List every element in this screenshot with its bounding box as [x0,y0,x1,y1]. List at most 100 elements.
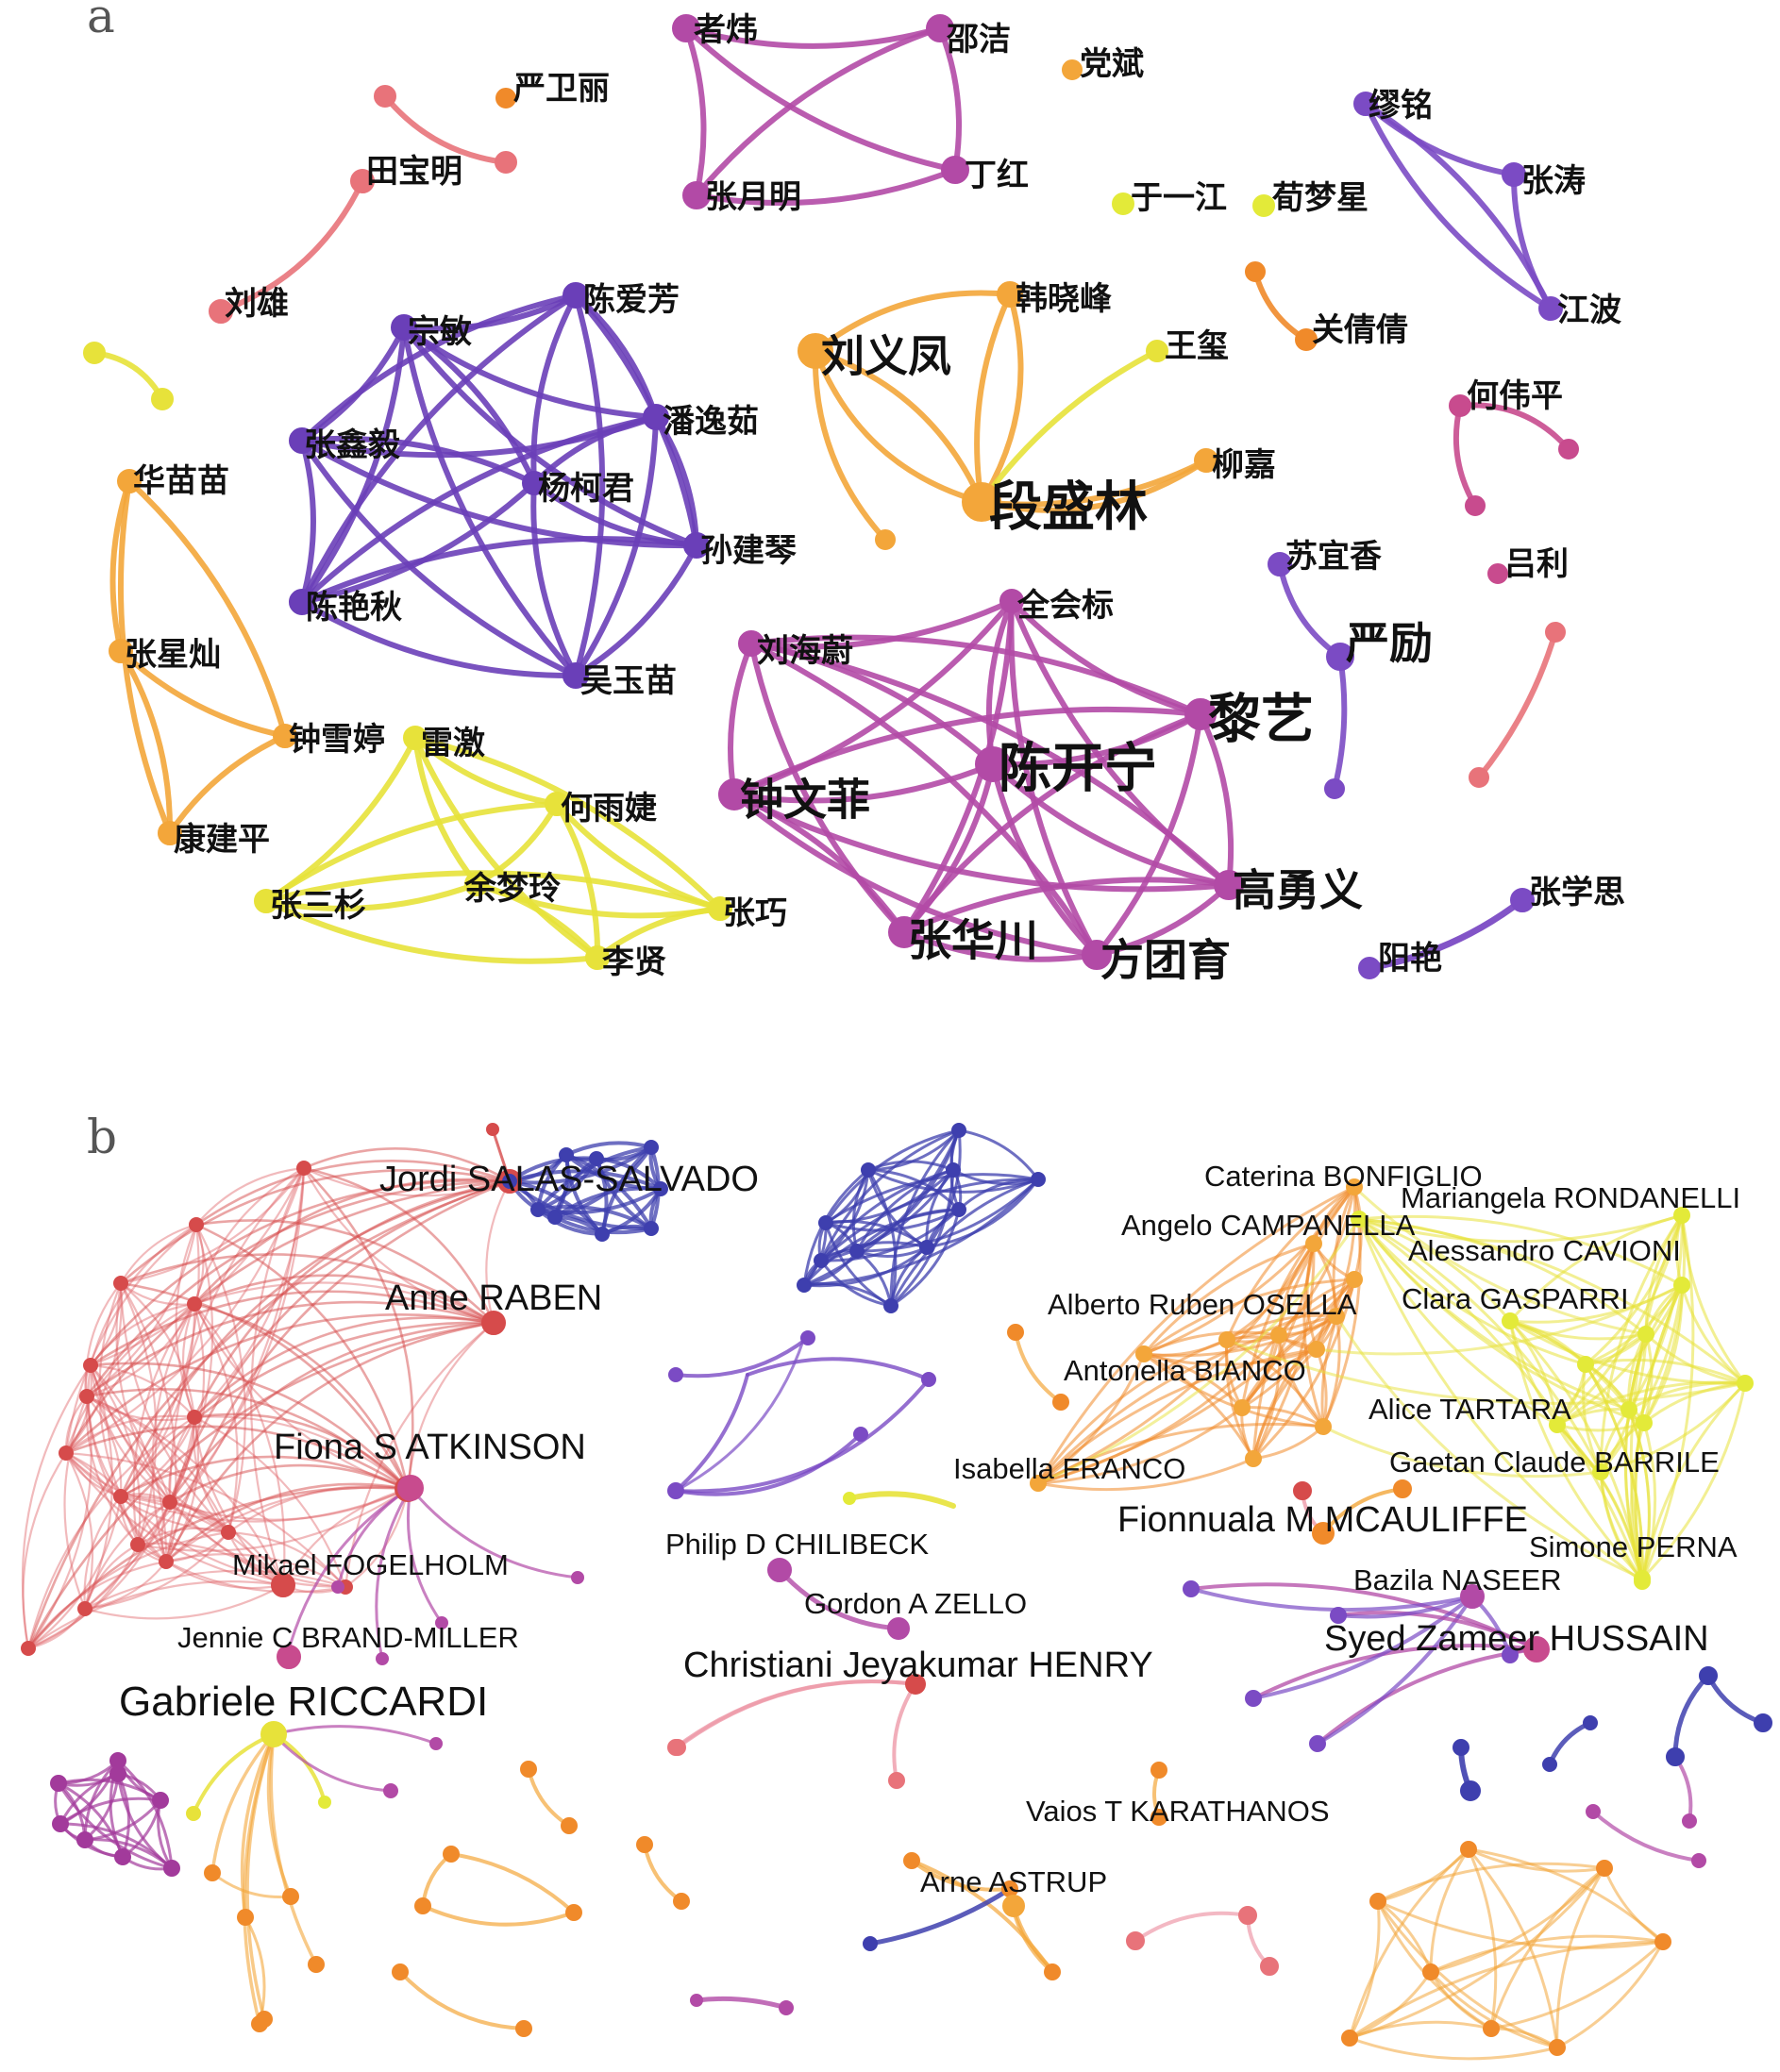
edge [26,1500,172,1650]
node [1260,1957,1279,1976]
author-node [130,1537,145,1552]
edge [299,292,579,605]
edge [1142,1352,1255,1461]
author-node [683,532,710,559]
edge [449,1852,576,1914]
edge [421,1852,453,1908]
edge [299,292,579,443]
edge [1640,1213,1695,1583]
author-label: Gaetan Claude BARRILE [1389,1445,1720,1479]
edge [979,348,1160,505]
author-node [189,1217,204,1232]
node [669,1739,686,1756]
author-label: 吴玉苗 [580,662,677,700]
edge [1555,1940,1665,2049]
node [1150,1809,1167,1826]
node [1234,1399,1251,1416]
edge [119,1281,410,1491]
edge [1357,1217,1559,1427]
author-label: 雷激 [421,725,485,762]
author-label: Bazila NASEER [1353,1563,1562,1596]
author-node [1194,448,1218,473]
edge [674,1373,749,1493]
author-label: 高勇义 [1233,864,1363,915]
author-label: Antonella BIANCO [1064,1354,1306,1387]
node [1636,1414,1653,1431]
node [875,529,896,550]
edge [85,1395,285,1587]
edge [530,480,579,678]
edge [21,1363,92,1650]
edge [573,414,659,678]
edge [1348,2020,1493,2040]
author-label: 潘逸茹 [663,403,759,441]
node [151,388,174,410]
edge [119,1281,196,1306]
node [1465,495,1486,516]
node [919,1240,934,1255]
node [260,1721,287,1747]
edge [979,458,1209,513]
edge [64,1451,140,1546]
edge [1376,1899,1433,1974]
edge [1142,1352,1244,1410]
edge [85,1395,230,1534]
edge [92,350,165,402]
edge [263,881,479,911]
node [1586,1804,1601,1819]
edge [398,1970,526,2030]
author-label: Christiani Jeyakumar HENRY [683,1646,1153,1685]
node [903,1852,920,1869]
node [1305,1235,1322,1252]
author-node [209,299,233,324]
node [644,1221,659,1236]
node [589,1151,604,1166]
node [109,1765,126,1782]
edge [746,1357,931,1381]
author-node [113,1276,128,1291]
edge [119,1281,196,1419]
edge [299,414,659,605]
edge [64,1451,285,1587]
node [1346,1271,1363,1288]
node [1549,2039,1566,2056]
node [530,1202,546,1217]
edge [573,543,699,678]
node [814,1253,829,1268]
node [50,1775,67,1792]
node [921,1372,936,1387]
edge [1508,1319,1644,1583]
author-label: 张学思 [1529,874,1625,911]
node [1754,1713,1772,1732]
author-label: 张星灿 [125,636,221,674]
edge [485,1179,512,1325]
edge [474,801,560,887]
edge [889,1128,961,1308]
edge [263,898,600,964]
edge [1336,1611,1538,1651]
node [571,1571,584,1584]
edge [89,1363,196,1419]
edge [1429,1866,1606,1974]
edge [119,1495,230,1534]
author-node [1268,552,1292,576]
edge [412,735,723,911]
edge [1640,1381,1747,1580]
node [690,1994,703,2007]
edge [530,292,579,486]
edge [474,881,600,961]
edge [281,1487,410,1587]
edge [1357,1213,1684,1244]
node [1637,1326,1654,1343]
author-label: 康建平 [174,821,270,859]
edge [22,1451,68,1650]
edge [302,1147,512,1183]
node [1328,1308,1345,1325]
edge [119,1253,495,1325]
author-node [1502,162,1526,187]
edge [653,414,699,548]
node [1150,1762,1167,1779]
edge [1009,598,1203,717]
edge [193,1223,205,1306]
author-label: Gordon A ZELLO [804,1587,1027,1620]
